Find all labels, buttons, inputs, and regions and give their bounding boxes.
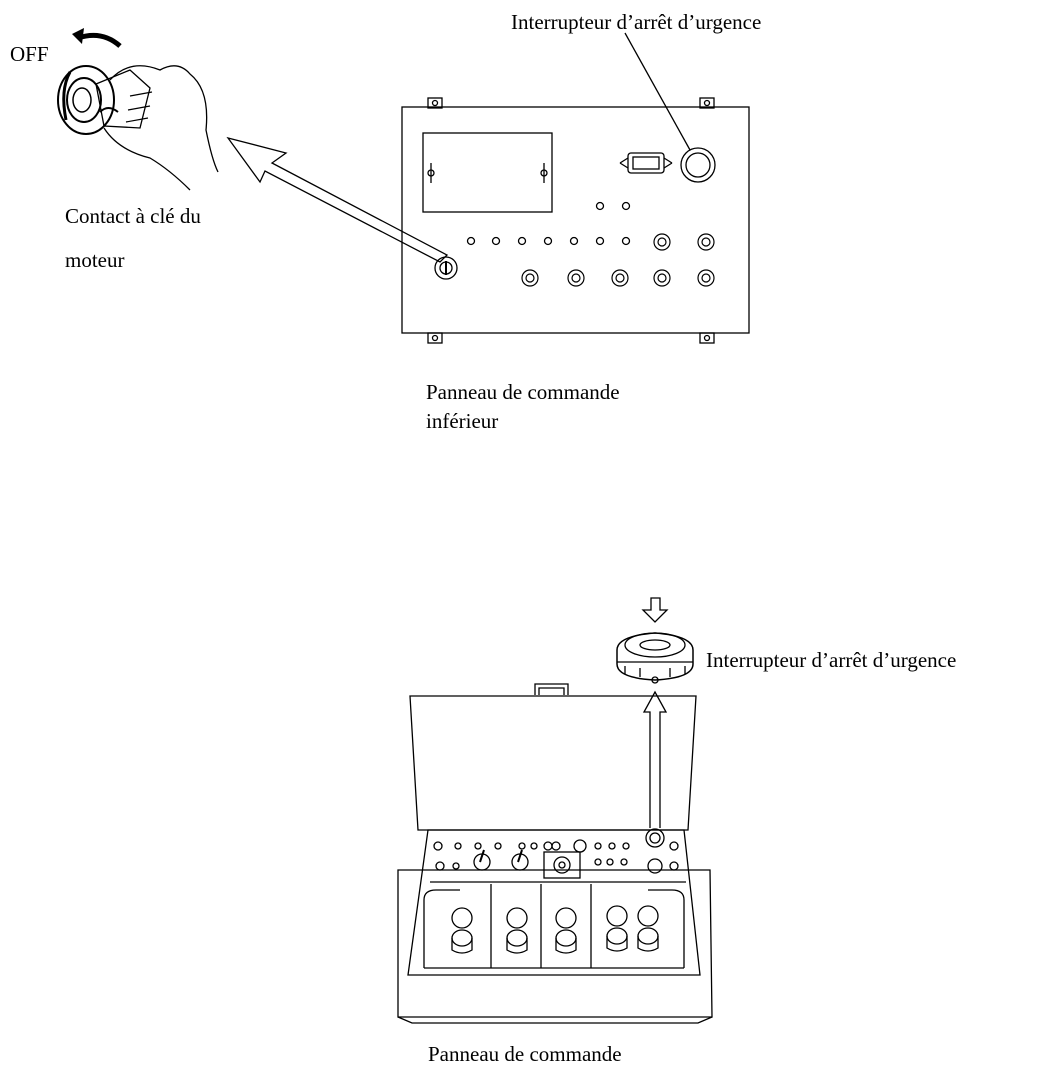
label-lower-panel-line2: inférieur [426,409,499,433]
label-lower-panel-line1: Panneau de commande [426,380,620,404]
label-key-switch-line2: moteur [65,248,125,272]
label-top-emergency-switch: Interrupteur d’arrêt d’urgence [511,10,762,34]
label-key-switch-line1: Contact à clé du [65,204,201,228]
label-upper-panel-line1: Panneau de commande [428,1042,622,1066]
arrow-panel-to-emergency-switch [642,690,668,828]
arrow-key-to-hand [226,136,449,263]
hand-turning-key-illustration [57,28,219,191]
label-upper-emergency-switch: Interrupteur d’arrêt d’urgence [706,648,957,672]
upper-control-panel [397,683,713,1024]
label-off: OFF [10,42,49,66]
emergency-switch-illustration [616,597,694,684]
leader-top-emergency [624,32,691,151]
lower-control-panel [401,97,750,344]
